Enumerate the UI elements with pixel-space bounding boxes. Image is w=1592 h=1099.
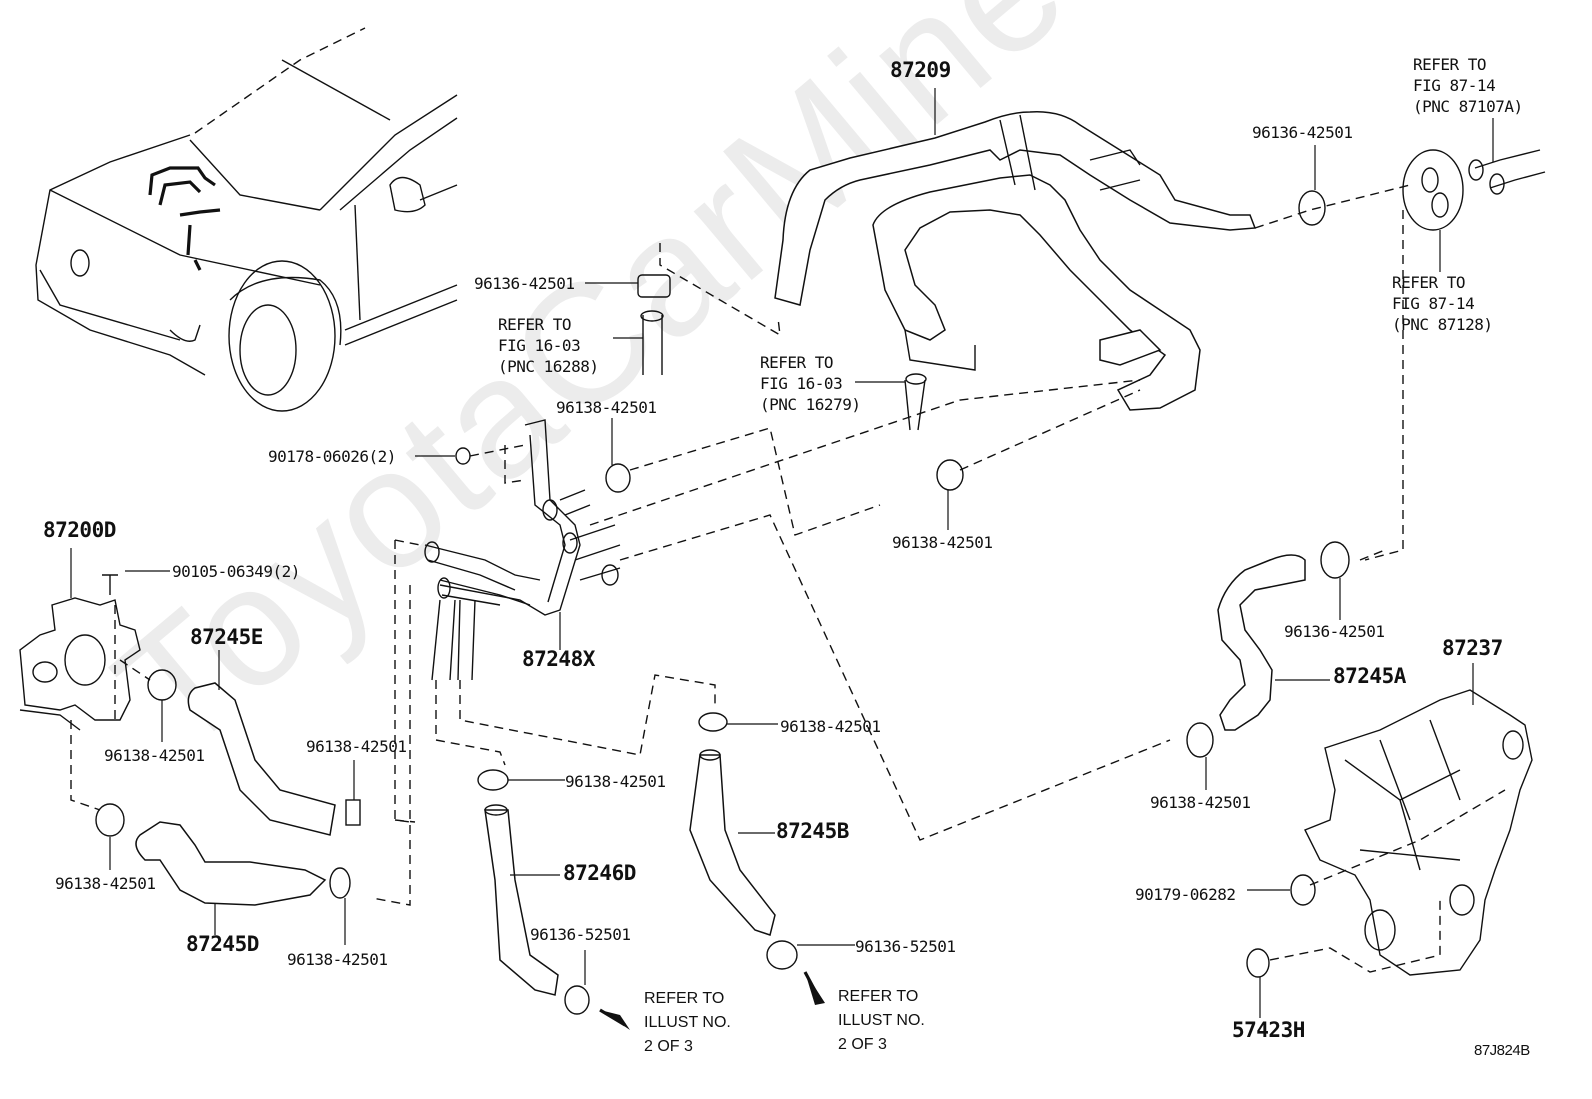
refer-line-2: ILLUST NO. [838, 1012, 925, 1029]
refer-line-1: REFER TO [644, 990, 725, 1007]
refer-line-1: REFER TO [498, 315, 572, 334]
part-label-87200D[interactable]: 87200D [43, 518, 116, 542]
part-label-87245A[interactable]: 87245A [1333, 664, 1406, 688]
part-label-87237[interactable]: 87237 [1442, 636, 1503, 660]
part-label-57423H[interactable]: 57423H [1232, 1018, 1305, 1042]
part-label-96138-42501[interactable]: 96138-42501 [104, 746, 205, 765]
refer-line-2: FIG 87-14 [1413, 76, 1496, 95]
refer-line-2: FIG 16-03 [760, 374, 843, 393]
part-label-96138-42501[interactable]: 96138-42501 [306, 737, 407, 756]
refer-line-2: FIG 87-14 [1392, 294, 1475, 313]
part-label-96136-52501[interactable]: 96136-52501 [855, 937, 956, 956]
part-label-96136-52501[interactable]: 96136-52501 [530, 925, 631, 944]
refer-line-3: 2 OF 3 [838, 1036, 887, 1053]
part-label-87245B[interactable]: 87245B [776, 819, 849, 843]
refer-line-1: REFER TO [1413, 55, 1487, 74]
part-label-96138-42501[interactable]: 96138-42501 [55, 874, 156, 893]
refer-line-3: 2 OF 3 [644, 1038, 693, 1055]
vehicle-illustration [35, 27, 458, 412]
part-label-90178-06026[interactable]: 90178-06026(2) [268, 447, 396, 466]
part-label-96136-42501[interactable]: 96136-42501 [1284, 622, 1385, 641]
part-label-87246D[interactable]: 87246D [563, 861, 636, 885]
part-label-96138-42501[interactable]: 96138-42501 [287, 950, 388, 969]
part-label-96136-42501[interactable]: 96136-42501 [474, 274, 575, 293]
refer-line-1: REFER TO [838, 988, 919, 1005]
refer-line-3: (PNC 16288) [498, 357, 599, 376]
refer-line-2: ILLUST NO. [644, 1014, 731, 1031]
part-label-96138-42501[interactable]: 96138-42501 [565, 772, 666, 791]
figure-code: 87J824B [1474, 1042, 1530, 1059]
refer-line-2: FIG 16-03 [498, 336, 581, 355]
part-label-96138-42501[interactable]: 96138-42501 [1150, 793, 1251, 812]
refer-line-1: REFER TO [760, 353, 834, 372]
part-label-96138-42501[interactable]: 96138-42501 [780, 717, 881, 736]
part-label-96138-42501[interactable]: 96138-42501 [556, 398, 657, 417]
valve-87200D [19, 548, 170, 731]
refer-line-3: (PNC 16279) [760, 395, 861, 414]
part-label-87245D[interactable]: 87245D [186, 932, 259, 956]
part-label-96136-42501[interactable]: 96136-42501 [1252, 123, 1353, 142]
refer-line-3: (PNC 87128) [1392, 315, 1493, 334]
part-label-87245E[interactable]: 87245E [190, 625, 263, 649]
part-label-90105-06349[interactable]: 90105-06349(2) [172, 562, 300, 581]
heater-pipe-87248X [424, 419, 621, 681]
part-label-87209[interactable]: 87209 [890, 58, 951, 82]
part-label-87248X[interactable]: 87248X [522, 647, 595, 671]
part-label-90179-06282[interactable]: 90179-06282 [1135, 885, 1236, 904]
bracket-87237 [1304, 663, 1533, 976]
hose-assembly-87209 [774, 88, 1257, 411]
part-label-96138-42501[interactable]: 96138-42501 [892, 533, 993, 552]
refer-line-3: (PNC 87107A) [1413, 97, 1523, 116]
refer-line-1: REFER TO [1392, 273, 1466, 292]
